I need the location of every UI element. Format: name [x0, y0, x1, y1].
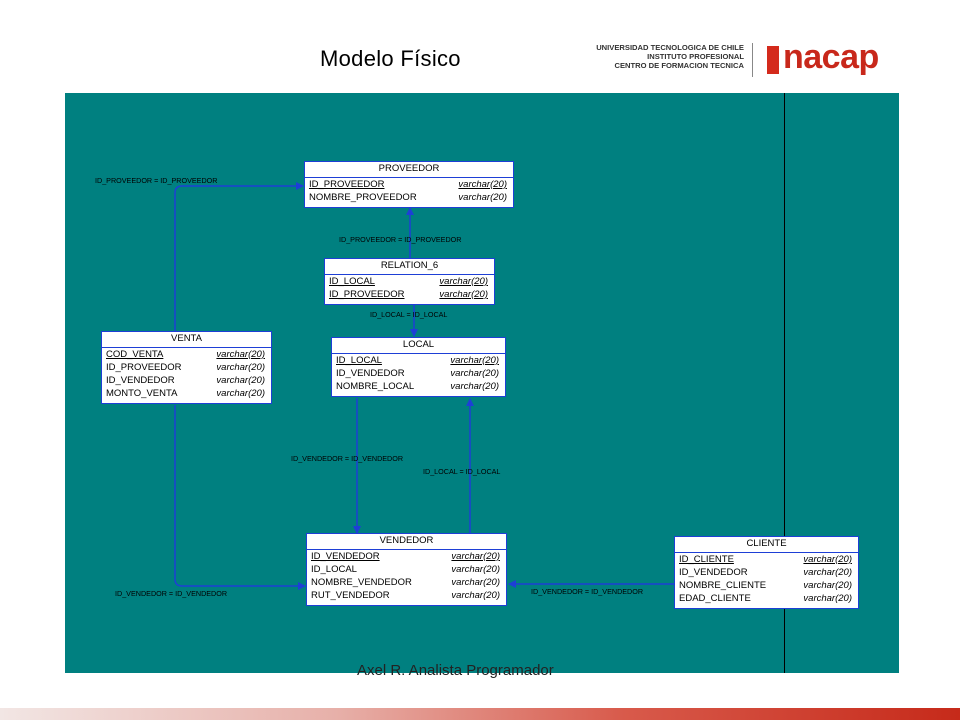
attribute-row: ID_LOCAL varchar(20): [332, 354, 505, 367]
logo-brand: nacap: [783, 38, 879, 76]
attribute-row: ID_PROVEEDOR varchar(20): [102, 361, 271, 374]
footer-author: Axel R. Analista Programador: [357, 662, 554, 679]
attribute-name: ID_CLIENTE: [679, 554, 734, 565]
rel-label-relation6-local: ID_LOCAL = ID_LOCAL: [370, 310, 448, 319]
rel-label-venta-vendedor: ID_VENDEDOR = ID_VENDEDOR: [115, 589, 228, 598]
attribute-row: RUT_VENDEDOR varchar(20): [307, 589, 506, 602]
attribute-name: COD_VENTA: [106, 349, 164, 360]
attribute-row: ID_VENDEDOR varchar(20): [102, 374, 271, 387]
logo-i-mark: [767, 46, 779, 74]
logo-line-1: UNIVERSIDAD TECNOLOGICA DE CHILE: [596, 43, 744, 52]
entity-name: PROVEEDOR: [305, 162, 513, 178]
attribute-type: varchar(20): [450, 381, 499, 392]
page-boundary-line: [784, 93, 786, 673]
attribute-type: varchar(20): [451, 577, 500, 588]
attribute-type: varchar(20): [216, 375, 265, 386]
attribute-type: varchar(20): [451, 551, 500, 562]
attribute-row: ID_LOCAL varchar(20): [307, 563, 506, 576]
attribute-type: varchar(20): [216, 349, 265, 360]
attribute-name: ID_PROVEEDOR: [106, 362, 182, 373]
entity-name: CLIENTE: [675, 537, 858, 553]
attribute-row: ID_VENDEDOR varchar(20): [675, 566, 858, 579]
logo-line-2: INSTITUTO PROFESIONAL: [647, 52, 744, 61]
relationship-lines: [174, 182, 674, 590]
attribute-type: varchar(20): [458, 192, 507, 203]
diagram-canvas: ID_PROVEEDOR = ID_PROVEEDOR ID_PROVEEDOR…: [65, 93, 899, 673]
attribute-type: varchar(20): [458, 179, 507, 190]
attribute-name: RUT_VENDEDOR: [311, 590, 390, 601]
attribute-name: MONTO_VENTA: [106, 388, 178, 399]
attribute-row: COD_VENTA varchar(20): [102, 348, 271, 361]
attribute-row: ID_PROVEEDOR varchar(20): [305, 178, 513, 191]
attribute-name: NOMBRE_PROVEEDOR: [309, 192, 417, 203]
attribute-name: ID_VENDEDOR: [311, 551, 380, 562]
attribute-row: NOMBRE_PROVEEDOR varchar(20): [305, 191, 513, 204]
attribute-row: ID_LOCAL varchar(20): [325, 275, 494, 288]
attribute-type: varchar(20): [216, 362, 265, 373]
attribute-name: ID_LOCAL: [336, 355, 382, 366]
logo-line-3: CENTRO DE FORMACION TECNICA: [614, 61, 744, 70]
attribute-name: NOMBRE_LOCAL: [336, 381, 415, 392]
attribute-row: ID_PROVEEDOR varchar(20): [325, 288, 494, 301]
attribute-row: NOMBRE_LOCAL varchar(20): [332, 380, 505, 393]
logo-institution-text: UNIVERSIDAD TECNOLOGICA DE CHILE INSTITU…: [582, 43, 744, 70]
attribute-type: varchar(20): [450, 355, 499, 366]
attribute-type: varchar(20): [803, 593, 852, 604]
attribute-row: ID_VENDEDOR varchar(20): [332, 367, 505, 380]
attribute-name: ID_LOCAL: [311, 564, 357, 575]
attribute-name: ID_PROVEEDOR: [329, 289, 405, 300]
footer-accent-bar: [0, 708, 960, 720]
attribute-type: varchar(20): [803, 554, 852, 565]
attribute-row: ID_CLIENTE varchar(20): [675, 553, 858, 566]
rel-label-vendedor-local: ID_LOCAL = ID_LOCAL: [423, 467, 501, 476]
attribute-type: varchar(20): [451, 590, 500, 601]
attribute-row: EDAD_CLIENTE varchar(20): [675, 592, 858, 605]
attribute-row: NOMBRE_VENDEDOR varchar(20): [307, 576, 506, 589]
attribute-row: ID_VENDEDOR varchar(20): [307, 550, 506, 563]
line-venta-vendedor: [174, 405, 306, 590]
attribute-type: varchar(20): [803, 567, 852, 578]
attribute-name: ID_VENDEDOR: [336, 368, 405, 379]
entity-name: VENDEDOR: [307, 534, 506, 550]
rel-label-relation6-proveedor: ID_PROVEEDOR = ID_PROVEEDOR: [339, 235, 462, 244]
attribute-name: ID_PROVEEDOR: [309, 179, 385, 190]
attribute-type: varchar(20): [216, 388, 265, 399]
attribute-type: varchar(20): [450, 368, 499, 379]
rel-label-cliente-vendedor: ID_VENDEDOR = ID_VENDEDOR: [531, 587, 644, 596]
attribute-row: NOMBRE_CLIENTE varchar(20): [675, 579, 858, 592]
entity-name: VENTA: [102, 332, 271, 348]
logo-divider: [752, 43, 753, 77]
attribute-name: ID_LOCAL: [329, 276, 375, 287]
attribute-type: varchar(20): [803, 580, 852, 591]
attribute-type: varchar(20): [451, 564, 500, 575]
rel-label-local-vendedor: ID_VENDEDOR = ID_VENDEDOR: [291, 454, 404, 463]
attribute-name: ID_VENDEDOR: [679, 567, 748, 578]
entity-name: LOCAL: [332, 338, 505, 354]
attribute-name: NOMBRE_CLIENTE: [679, 580, 767, 591]
attribute-row: MONTO_VENTA varchar(20): [102, 387, 271, 400]
line-venta-proveedor: [174, 182, 304, 332]
entity-name: RELATION_6: [325, 259, 494, 275]
attribute-name: EDAD_CLIENTE: [679, 593, 751, 604]
attribute-type: varchar(20): [439, 289, 488, 300]
attribute-name: NOMBRE_VENDEDOR: [311, 577, 412, 588]
slide-title: Modelo Físico: [320, 46, 461, 71]
rel-label-venta-proveedor: ID_PROVEEDOR = ID_PROVEEDOR: [95, 176, 218, 185]
attribute-name: ID_VENDEDOR: [106, 375, 175, 386]
attribute-type: varchar(20): [439, 276, 488, 287]
